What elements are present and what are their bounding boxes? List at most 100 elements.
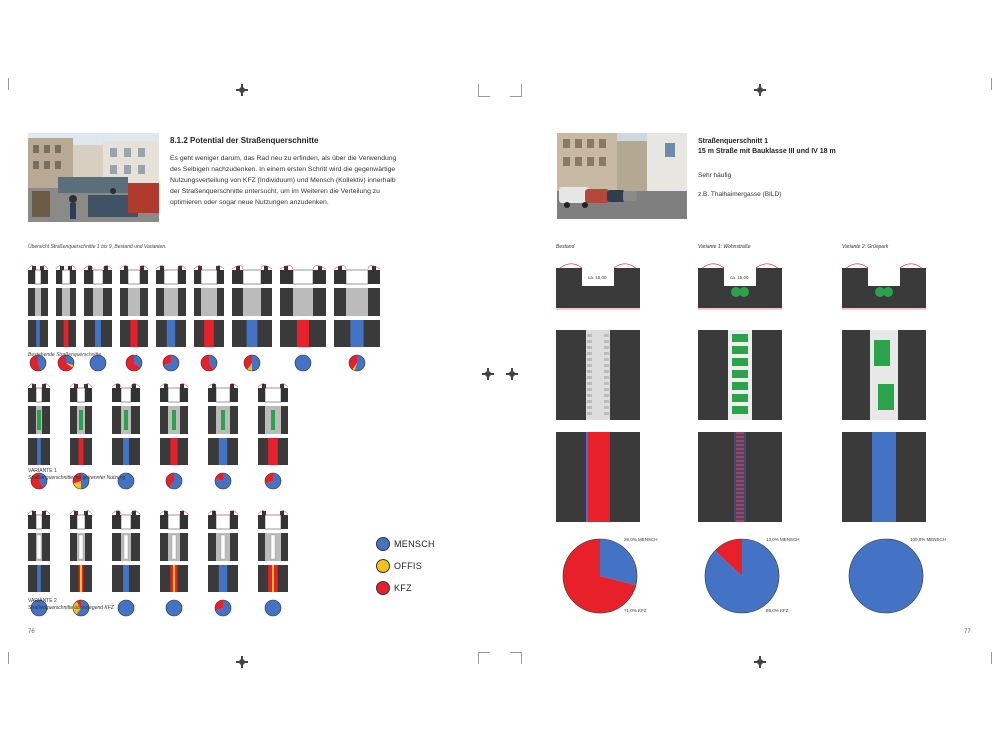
- variant-column-title: Bestand: [556, 244, 575, 250]
- pie-label-kfz: 86,0% KFZ: [766, 608, 789, 613]
- legend-swatch: [376, 537, 390, 551]
- legend-swatch: [376, 581, 390, 595]
- row-caption-variant-1: VARIANTE 1 Straßenquerschnitte mit getre…: [28, 468, 125, 482]
- legend-swatch: [376, 559, 390, 573]
- street-photo: [557, 133, 687, 219]
- cross-section-thumbnail: [193, 262, 225, 372]
- distribution-pie: [264, 472, 282, 490]
- heading-line: 15 m Straße mit Bauklasse III und IV 18 …: [698, 148, 836, 155]
- crop-mark: [478, 652, 490, 653]
- variant-column-title: Variante 1: Wohnstraße: [698, 244, 751, 250]
- page-number: 76: [28, 629, 35, 635]
- distribution-pie: [57, 354, 75, 372]
- registration-mark-icon: [236, 656, 248, 668]
- right-page: Straßenquerschnitt 1 15 m Straße mit Bau…: [500, 0, 1000, 750]
- legend-label: MENSCH: [394, 539, 435, 549]
- cross-section-thumbnail: [207, 507, 239, 617]
- legend-label: KFZ: [394, 583, 412, 593]
- heading-line: Straßenquerschnitt 1: [698, 138, 769, 145]
- distribution-pie: [30, 472, 48, 490]
- distribution-pie: [848, 538, 924, 619]
- variant-column-diagram: [841, 258, 927, 533]
- pie-label-kfz: 71,0% KFZ: [624, 608, 647, 613]
- cross-section-thumbnail: [69, 380, 93, 490]
- cross-section-thumbnail: [257, 507, 289, 617]
- variant-column-title: Variante 2: Grünpark: [842, 244, 889, 250]
- pie-label-mensch: 100,0% MENSCH: [910, 537, 947, 542]
- distribution-pie: [89, 354, 107, 372]
- pie-label-mensch: 29,0% MENSCH: [624, 537, 658, 542]
- crop-mark: [510, 96, 522, 97]
- cross-section-thumbnail: [159, 507, 189, 617]
- cross-section-thumbnail: [27, 380, 51, 490]
- distribution-pie: [348, 354, 366, 372]
- body-line: optimieren oder sogar neue Nutzungen anz…: [170, 199, 329, 206]
- body-line: Nutzungsverteilung von KFZ (Individuum) …: [170, 177, 396, 184]
- cross-section-thumbnail: [55, 262, 77, 372]
- variant-label: VARIANTE 2: [28, 598, 57, 604]
- distribution-pie: [214, 599, 232, 617]
- distribution-pie: [294, 354, 312, 372]
- street-photo: [28, 133, 159, 222]
- crop-mark: [991, 652, 992, 664]
- frequency-text: Sehr häufig: [698, 172, 732, 179]
- cross-section-thumbnail: [231, 262, 273, 372]
- distribution-pie: [165, 472, 183, 490]
- crop-mark: [478, 84, 479, 96]
- row-caption-variant-2: VARIANTE 2 Straßenquerschnitte überwiege…: [28, 598, 114, 612]
- legend-label: OFFIS: [394, 561, 422, 571]
- crop-mark: [478, 96, 490, 97]
- distribution-pie: [214, 472, 232, 490]
- crop-mark: [521, 652, 522, 664]
- legend: MENSCH OFFIS KFZ: [376, 533, 435, 599]
- cross-section-thumbnail: [119, 262, 149, 372]
- crop-mark: [8, 652, 9, 664]
- distribution-pie: [117, 599, 135, 617]
- variant-description: Straßenquerschnitte mit getrennter Nutzu…: [28, 475, 126, 481]
- distribution-pie: [562, 538, 638, 619]
- legend-item-kfz: KFZ: [376, 577, 435, 599]
- crop-mark: [991, 78, 992, 90]
- distribution-pie: [200, 354, 218, 372]
- overview-caption: Übersicht Straßenquerschnitte 1 bis 9, B…: [28, 244, 167, 250]
- row-caption-existing: Bestehende Straßenquerschnitte: [28, 352, 102, 358]
- body-line: Es geht weniger darum, das Rad neu zu er…: [170, 155, 397, 162]
- crop-mark: [510, 652, 522, 653]
- variant-label: VARIANTE 1: [28, 468, 57, 474]
- cross-section-thumbnail: [207, 380, 239, 490]
- distribution-pie: [72, 472, 90, 490]
- distribution-pie: [29, 354, 47, 372]
- registration-mark-icon: [754, 656, 766, 668]
- cross-section-thumbnail: [27, 507, 51, 617]
- distribution-pie: [125, 354, 143, 372]
- cross-section-thumbnail: [155, 262, 187, 372]
- cross-section-thumbnail: [83, 262, 113, 372]
- cross-section-thumbnail: [111, 380, 141, 490]
- crop-mark: [478, 652, 479, 664]
- variant-column-diagram: [555, 258, 641, 533]
- cross-section-heading: Straßenquerschnitt 1 15 m Straße mit Bau…: [698, 137, 836, 157]
- distribution-pie: [117, 472, 135, 490]
- dimension-label: ca. 15,00: [730, 275, 749, 280]
- variant-description: Straßenquerschnitte überwiegend KFZ: [28, 605, 114, 611]
- registration-mark-icon: [754, 84, 766, 96]
- section-heading: 8.1.2 Potential der Straßenquerschnitte: [170, 136, 319, 145]
- distribution-pie: [30, 599, 48, 617]
- cross-section-thumbnail: [159, 380, 189, 490]
- legend-item-offis: OFFIS: [376, 555, 435, 577]
- registration-mark-icon: [236, 84, 248, 96]
- section-body: Es geht weniger darum, das Rad neu zu er…: [170, 153, 470, 208]
- pie-label-mensch: 13,0% MENSCH: [766, 537, 800, 542]
- distribution-pie: [72, 599, 90, 617]
- distribution-pie: [264, 599, 282, 617]
- body-line: der Straßenquerschnitte untersucht, um i…: [170, 188, 380, 195]
- distribution-pie: [165, 599, 183, 617]
- cross-section-thumbnail: [27, 262, 49, 372]
- dimension-label: ca. 15,00: [588, 275, 607, 280]
- distribution-pie: [704, 538, 780, 619]
- cross-section-thumbnail: [279, 262, 327, 372]
- cross-section-thumbnail: [257, 380, 289, 490]
- cross-section-thumbnail: [111, 507, 141, 617]
- cross-section-thumbnail: [333, 262, 381, 372]
- body-line: des Selbigen nachzudenken. In einem erst…: [170, 166, 396, 173]
